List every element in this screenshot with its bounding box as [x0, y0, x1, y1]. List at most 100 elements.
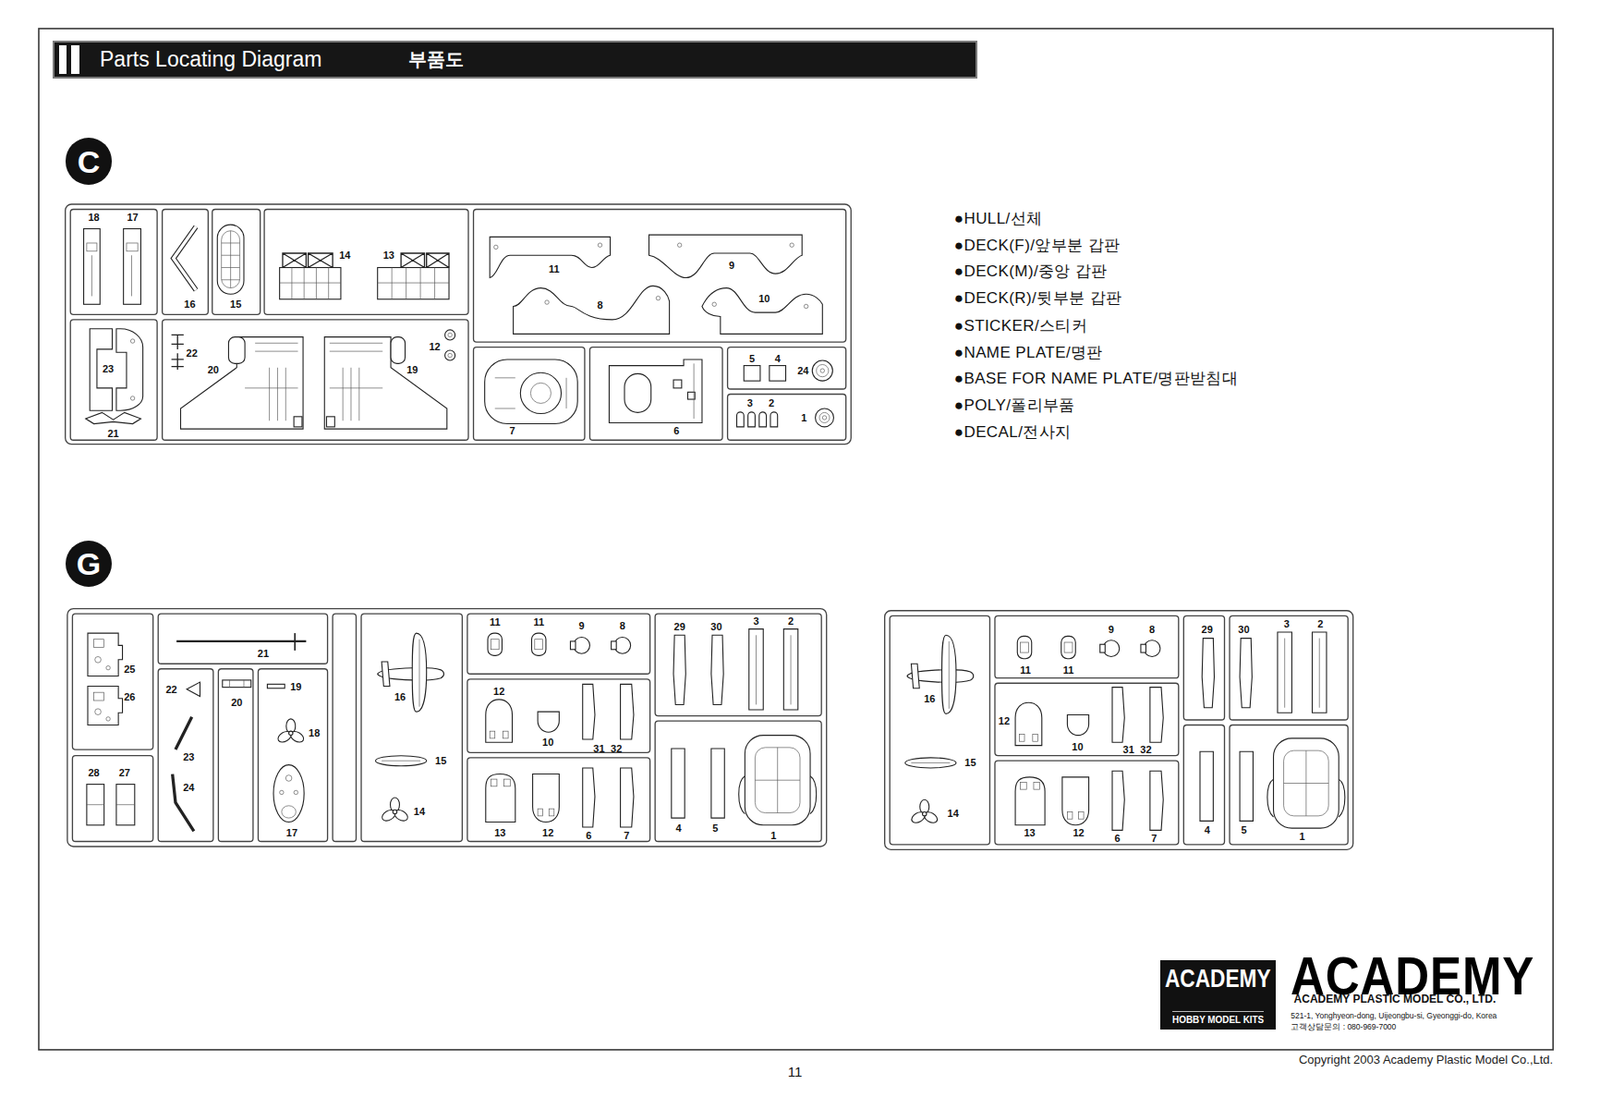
parts-list-item: ●DECK(R)/뒷부분 갑판	[954, 287, 1123, 309]
part-number: 11	[548, 263, 560, 275]
part-number: 27	[119, 766, 131, 778]
part-number: 23	[182, 751, 194, 763]
part-number: 11	[533, 616, 545, 628]
part-number: 8	[1149, 623, 1155, 635]
company-address: 고객상담문의 : 080-969-7000	[1290, 1021, 1396, 1033]
part-number: 13	[383, 249, 395, 261]
sprue-letter-badge: G	[65, 540, 113, 588]
parts-list-item: ●POLY/폴리부품	[954, 394, 1076, 416]
part-number: 12	[1072, 826, 1084, 838]
part-number: 3	[747, 397, 753, 409]
parts-list-item: ●STICKER/스티커	[954, 315, 1088, 337]
part-number: 15	[230, 298, 242, 310]
sprue-letter: C	[77, 145, 101, 178]
part-number: 2	[1317, 618, 1323, 630]
part-number: 14	[413, 805, 425, 817]
sprue-letter-badge: C	[65, 137, 113, 185]
brand-name: ACADEMY	[1164, 965, 1272, 994]
part-number: 12	[542, 826, 554, 838]
brand-logo-box: ACADEMY HOBBY MODEL KITS	[1160, 959, 1276, 1030]
part-number: 1	[770, 829, 776, 841]
parts-list-item: ●NAME PLATE/명판	[954, 341, 1104, 364]
part-number: 3	[1284, 618, 1290, 630]
company-address: 521-1, Yonghyeon-dong, Uijeongbu-si, Gye…	[1290, 1010, 1497, 1020]
part-number: 15	[435, 754, 447, 766]
part-number: 19	[290, 680, 302, 692]
part-number: 32	[1139, 743, 1152, 755]
part-number: 10	[1071, 740, 1083, 752]
page-number: 11	[787, 1063, 803, 1079]
section-title-korean: 부품도	[408, 47, 464, 73]
part-number: 9	[728, 259, 735, 271]
part-number: 12	[493, 685, 505, 697]
part-number: 7	[1151, 832, 1157, 844]
parts-list-item: ●DECK(M)/중앙 갑판	[954, 260, 1108, 282]
part-number: 5	[1240, 824, 1247, 836]
part-number: 6	[585, 829, 592, 841]
part-number: 32	[610, 742, 622, 754]
part-number: 28	[87, 766, 99, 778]
part-number: 25	[123, 663, 135, 675]
part-number: 10	[542, 736, 554, 748]
brand-tagline: HOBBY MODEL KITS	[1172, 1010, 1264, 1027]
part-number: 9	[1108, 623, 1115, 635]
part-number: 4	[775, 352, 781, 364]
title-bar: Parts Locating Diagram 부품도	[52, 40, 978, 79]
part-number: 26	[123, 690, 135, 703]
part-number: 24	[797, 364, 809, 376]
part-number: 21	[107, 427, 119, 439]
sprue-letter: G	[76, 547, 101, 580]
part-number: 5	[712, 822, 718, 834]
part-number: 12	[998, 715, 1010, 727]
part-number: 3	[752, 615, 759, 627]
part-number: 30	[710, 620, 722, 632]
part-number: 31	[593, 742, 605, 754]
part-number: 13	[1023, 826, 1035, 838]
part-number: 22	[165, 683, 177, 695]
part-number: 8	[619, 619, 626, 631]
part-number: 18	[87, 211, 99, 223]
part-number: 8	[596, 299, 603, 311]
title-bar-stripe	[59, 45, 67, 74]
part-number: 13	[494, 826, 506, 838]
part-number: 10	[758, 292, 770, 304]
section-title: Parts Locating Diagram	[99, 47, 322, 73]
parts-list-item: ●BASE FOR NAME PLATE/명판받침대	[954, 367, 1239, 389]
part-number: 4	[1204, 824, 1211, 836]
part-number: 11	[1063, 664, 1075, 676]
parts-list-item: ●DECK(F)/앞부분 갑판	[954, 234, 1121, 256]
copyright-notice: Copyright 2003 Academy Plastic Model Co.…	[1298, 1052, 1553, 1067]
part-number: 20	[207, 363, 219, 376]
part-number: 23	[102, 363, 114, 375]
part-number: 17	[126, 211, 138, 223]
part-number: 1	[1298, 830, 1305, 842]
part-number: 22	[186, 347, 198, 359]
part-number: 11	[1019, 664, 1031, 676]
part-number: 4	[675, 822, 681, 834]
part-number: 29	[674, 620, 686, 632]
part-number: 19	[406, 363, 418, 376]
part-number: 29	[1201, 623, 1213, 635]
part-number: 20	[230, 696, 243, 708]
part-number: 16	[394, 690, 406, 703]
part-number: 15	[964, 756, 976, 768]
part-number: 7	[509, 424, 515, 437]
part-number: 9	[579, 619, 585, 631]
company-name: ACADEMY PLASTIC MODEL CO., LTD.	[1294, 992, 1497, 1006]
part-number: 12	[428, 340, 440, 352]
part-number: 1	[800, 412, 807, 424]
part-number: 31	[1123, 743, 1135, 755]
part-number: 18	[308, 727, 320, 739]
part-number: 16	[183, 298, 195, 310]
part-number: 2	[768, 397, 775, 409]
part-number: 2	[787, 615, 794, 627]
part-number: 24	[182, 781, 194, 793]
part-number: 5	[749, 352, 755, 364]
parts-list-item: ●HULL/선체	[954, 207, 1043, 230]
part-number: 6	[1114, 832, 1120, 844]
part-number: 16	[923, 692, 935, 704]
part-number: 7	[623, 829, 630, 841]
part-number: 14	[339, 249, 351, 261]
